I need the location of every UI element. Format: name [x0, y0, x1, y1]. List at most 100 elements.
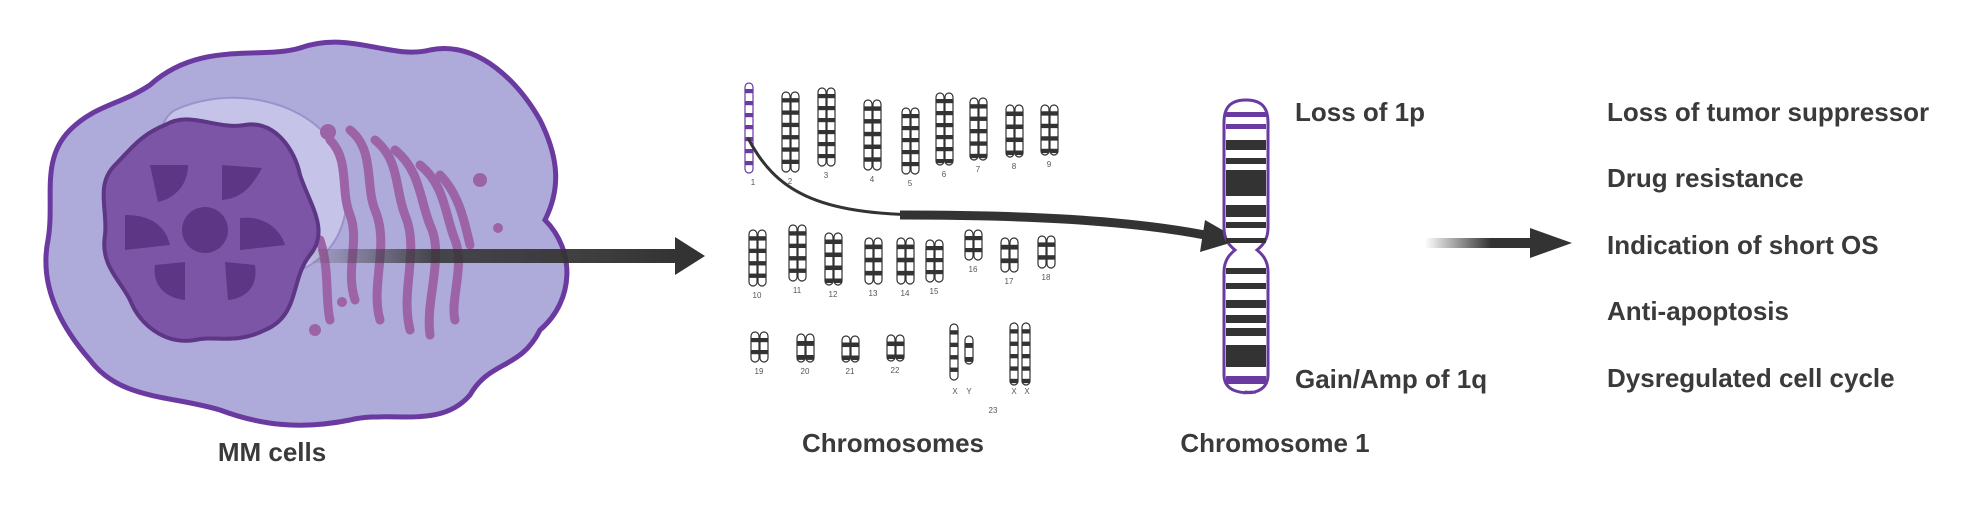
karyotype-chromosome	[1040, 104, 1050, 156]
karyotype-number: 5	[908, 179, 913, 188]
chromosome-band	[1226, 124, 1266, 129]
karyotype-chromosome	[973, 229, 983, 261]
karyotype-chromosome	[873, 237, 883, 285]
zoom-arrow-head	[1200, 220, 1240, 252]
karyotype-chromosome	[759, 331, 769, 363]
karyotype-number: X	[952, 387, 958, 396]
karyotype-number: 22	[891, 366, 900, 375]
karyotype-number: 20	[801, 367, 810, 376]
karyotype-chromosome	[1046, 235, 1056, 269]
karyotype-number: X	[1024, 387, 1030, 396]
cell-arrow-shaft	[300, 249, 680, 263]
karyotype-number: 19	[755, 367, 764, 376]
karyotype-chromosome	[1000, 237, 1010, 273]
karyotype-number: 9	[1047, 160, 1052, 169]
chromosome-band	[1226, 268, 1266, 274]
karyotype-chromosome	[797, 224, 807, 282]
chromosome-band	[1226, 170, 1266, 196]
karyotype-chromosome	[935, 92, 945, 166]
karyotype-chromosome	[841, 335, 851, 363]
outcome-list: Loss of tumor suppressor Drug resistance…	[1607, 97, 1929, 393]
outcome-arrow-head	[1530, 228, 1572, 258]
chromosome-1-enlarged	[1222, 98, 1270, 395]
karyotype-chromosome	[833, 232, 843, 286]
label-mm-cells: MM cells	[218, 437, 326, 467]
chromosome-band	[1226, 158, 1266, 164]
karyotype-chromosome	[788, 224, 798, 282]
karyotype-number: 16	[969, 265, 978, 274]
karyotype-chromosome	[748, 229, 758, 287]
karyotype-number: 14	[901, 289, 910, 298]
karyotype-chromosome	[1009, 237, 1019, 273]
karyotype-chromosome	[949, 323, 959, 381]
karyotype-chromosome	[757, 229, 767, 287]
karyotype-chromosome	[1009, 322, 1019, 386]
karyotype-chromosome	[964, 229, 974, 261]
karyotype-chromosome	[750, 331, 760, 363]
karyotype-chromosome	[1005, 104, 1015, 158]
karyotype-chromosome	[796, 333, 806, 363]
chromatin	[125, 165, 285, 300]
label-loss-1p: Loss of 1p	[1295, 97, 1425, 127]
karyotype-chromosome	[1049, 104, 1059, 156]
mm-cell-illustration	[43, 39, 705, 428]
karyotype-chromosome	[817, 87, 827, 167]
karyotype-chromosome	[910, 107, 920, 175]
karyotype-number: 17	[1005, 277, 1014, 286]
karyotype-chromosome	[824, 232, 834, 286]
karyotype-number: 3	[824, 171, 829, 180]
karyotype-chromosome	[1021, 322, 1031, 386]
outcome-item: Anti-apoptosis	[1607, 296, 1789, 326]
karyotype-chromosome	[863, 99, 873, 171]
karyotype-number: 1	[751, 178, 756, 187]
chromosome-band	[1226, 328, 1266, 336]
karyotype-number: 21	[846, 367, 855, 376]
label-gain-1q: Gain/Amp of 1q	[1295, 364, 1487, 394]
karyotype-chromosome	[896, 237, 906, 285]
karyotype-chromosome	[850, 335, 860, 363]
karyotype-number: 12	[829, 290, 838, 299]
outcome-item: Drug resistance	[1607, 163, 1804, 193]
karyotype-number: 13	[869, 289, 878, 298]
karyotype-chromosome	[895, 334, 905, 362]
chromosome-band	[1226, 222, 1266, 228]
chromosome-band	[1226, 300, 1266, 308]
chromosome-band	[1226, 315, 1266, 323]
chromosome-band	[1226, 112, 1266, 117]
karyotype-number: Y	[966, 387, 972, 396]
outcome-item: Indication of short OS	[1607, 230, 1879, 260]
karyotype-chromosome	[872, 99, 882, 171]
karyotype-number: 18	[1042, 273, 1051, 282]
karyotype-chromosome	[1037, 235, 1047, 269]
karyotype-chromosome	[744, 82, 754, 174]
outcome-item: Dysregulated cell cycle	[1607, 363, 1895, 393]
karyotype-chromosome	[864, 237, 874, 285]
karyotype-number: 8	[1012, 162, 1017, 171]
karyotype-number: 15	[930, 287, 939, 296]
chromosome-band	[1226, 283, 1266, 289]
karyotype-chromosome	[1014, 104, 1024, 158]
zoom-arrow-thick	[899, 210, 1211, 241]
karyotype-number: 23	[989, 406, 998, 415]
label-chromosomes: Chromosomes	[802, 428, 984, 458]
karyotype-number: 11	[793, 286, 802, 295]
chromosome-band	[1226, 376, 1266, 384]
karyotype-number: 4	[870, 175, 875, 184]
karyotype-number: 2	[788, 177, 793, 186]
karyotype-chromosome	[886, 334, 896, 362]
karyotype-number: 6	[942, 170, 947, 179]
karyotype-chromosome	[925, 239, 935, 283]
endoplasmic-reticulum	[315, 125, 475, 340]
chromosome-band	[1226, 345, 1266, 367]
karyotype	[744, 82, 1059, 386]
karyotype-chromosome	[905, 237, 915, 285]
karyotype-chromosome	[826, 87, 836, 167]
outcome-item: Loss of tumor suppressor	[1607, 97, 1929, 127]
karyotype-number: X	[1011, 387, 1017, 396]
karyotype-chromosome	[781, 91, 791, 173]
cell-arrow-head	[675, 237, 705, 275]
karyotype-chromosome	[805, 333, 815, 363]
chromosome-1-bands	[1226, 112, 1266, 384]
